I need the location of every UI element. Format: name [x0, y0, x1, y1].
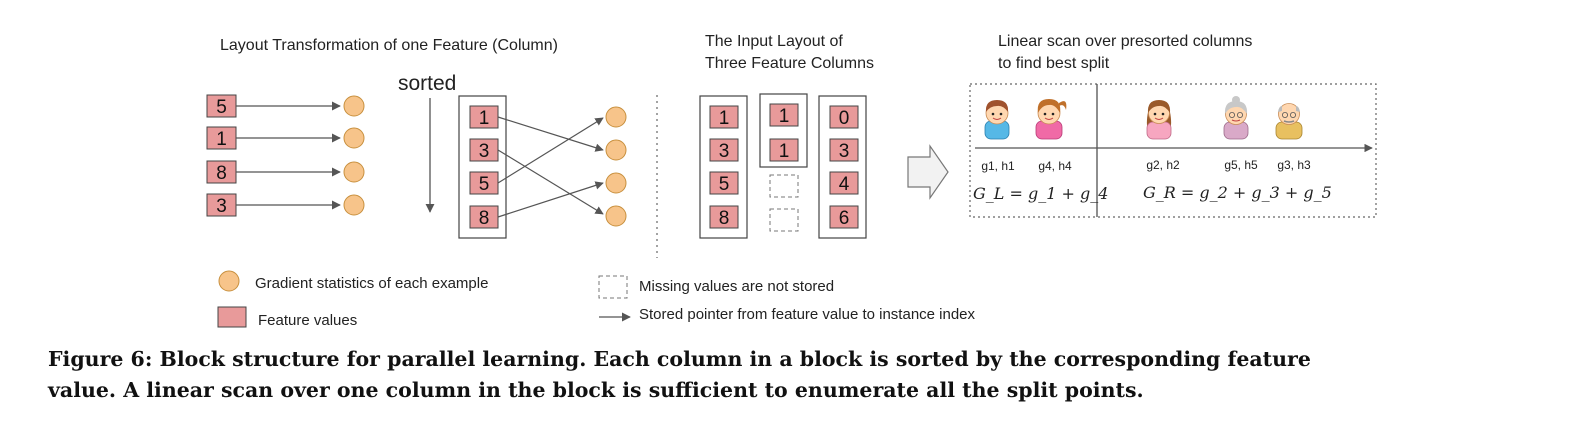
input-layout-panel: The Input Layout of Three Feature Column…	[699, 33, 949, 239]
column-value: 6	[839, 208, 850, 229]
unsorted-value-row-2: 1	[206, 126, 365, 150]
feature-box	[709, 205, 739, 229]
sorted-column: 1 3 5 8	[469, 105, 499, 229]
column-value: 1	[779, 141, 790, 162]
caption-line-1: Figure 6: Block structure for parallel l…	[48, 347, 1311, 371]
column-value: 1	[779, 106, 790, 127]
instance-label: g4, h4	[1038, 159, 1072, 173]
column-value: 3	[719, 141, 730, 162]
feature-box	[709, 105, 739, 129]
legend-gradient-icon	[218, 270, 240, 292]
legend-missing-label: Missing values are not stored	[639, 278, 834, 295]
missing-value-box	[769, 174, 799, 198]
feature-value: 8	[216, 163, 227, 184]
column-value: 0	[839, 108, 850, 129]
column-value: 8	[719, 208, 730, 229]
legend: Gradient statistics of each example Feat…	[217, 270, 976, 329]
gradient-circle	[605, 139, 627, 161]
pointer-arrows	[497, 116, 604, 218]
column-value: 4	[839, 174, 850, 195]
transformation-title: Layout Transformation of one Feature (Co…	[220, 37, 558, 54]
feature-column-1: 1 3 5 8	[709, 105, 739, 229]
grandpa-avatar-icon	[1275, 103, 1303, 140]
gradient-circle	[343, 161, 365, 183]
feature-value: 3	[216, 196, 227, 217]
feature-box	[769, 138, 799, 162]
legend-gradient-label: Gradient statistics of each example	[255, 275, 488, 292]
gradient-circle	[343, 127, 365, 149]
instance-label: g2, h2	[1146, 158, 1180, 172]
grandma-avatar-icon	[1223, 96, 1249, 140]
feature-value: 1	[216, 129, 227, 150]
legend-pointer-label: Stored pointer from feature value to ins…	[639, 306, 976, 323]
unsorted-value-row-1: 5	[206, 94, 365, 118]
column-value: 1	[719, 108, 730, 129]
sorted-column-frame	[458, 95, 507, 239]
unsorted-value-row-4: 3	[206, 193, 365, 217]
instance-label: g1, h1	[981, 159, 1015, 173]
gr-formula: G_R = g_2 + g_3 + g_5	[1143, 183, 1332, 202]
woman-avatar-icon	[1146, 100, 1172, 140]
sorted-value: 5	[479, 174, 490, 195]
block-structure-diagram: Layout Transformation of one Feature (Co…	[206, 33, 1377, 329]
feature-box	[769, 103, 799, 127]
gradient-circle	[605, 106, 627, 128]
feature-box	[829, 138, 859, 162]
column-value: 5	[719, 174, 730, 195]
gradient-circle	[605, 205, 627, 227]
legend-missing-icon	[598, 275, 628, 299]
feature-box	[709, 138, 739, 162]
unsorted-value-row-3: 8	[206, 160, 365, 184]
sorted-value: 1	[479, 108, 490, 129]
caption-line-2: value. A linear scan over one column in …	[48, 378, 1144, 402]
linear-scan-title-line2: to find best split	[998, 55, 1110, 72]
feature-value: 5	[216, 97, 227, 118]
gradient-circle	[343, 95, 365, 117]
instance-label: g5, h5	[1224, 158, 1258, 172]
missing-value-box	[769, 208, 799, 232]
gradient-circle	[343, 194, 365, 216]
feature-column-2: 1 1	[769, 103, 799, 232]
feature-box	[829, 205, 859, 229]
sorted-label: sorted	[398, 72, 456, 95]
gl-formula: G_L = g_1 + g_4	[973, 184, 1108, 203]
feature-box	[829, 105, 859, 129]
feature-column-2-frame	[759, 93, 808, 168]
linear-scan-title-line1: Linear scan over presorted columns	[998, 33, 1252, 50]
feature-column-3-frame	[818, 95, 867, 239]
feature-column-1-frame	[699, 95, 748, 239]
column-value: 3	[839, 141, 850, 162]
input-layout-title-line1: The Input Layout of	[705, 33, 843, 50]
gradient-circle	[605, 172, 627, 194]
transformation-panel: Layout Transformation of one Feature (Co…	[206, 37, 627, 239]
legend-feature-icon	[217, 306, 247, 328]
feature-box	[709, 171, 739, 195]
legend-feature-label: Feature values	[258, 312, 357, 329]
figure-caption: Figure 6: Block structure for parallel l…	[48, 344, 1568, 406]
linear-scan-panel: Linear scan over presorted columns to fi…	[969, 33, 1377, 218]
block-arrow-icon	[907, 144, 949, 200]
feature-column-3: 0 3 4 6	[829, 105, 859, 229]
boy-avatar-icon	[984, 100, 1010, 140]
linear-scan-frame	[969, 83, 1377, 218]
feature-box	[829, 171, 859, 195]
sorted-value: 8	[479, 208, 490, 229]
input-layout-title-line2: Three Feature Columns	[705, 55, 874, 72]
sorted-value: 3	[479, 141, 490, 162]
instance-label: g3, h3	[1277, 158, 1311, 172]
girl-avatar-icon	[1035, 99, 1067, 140]
